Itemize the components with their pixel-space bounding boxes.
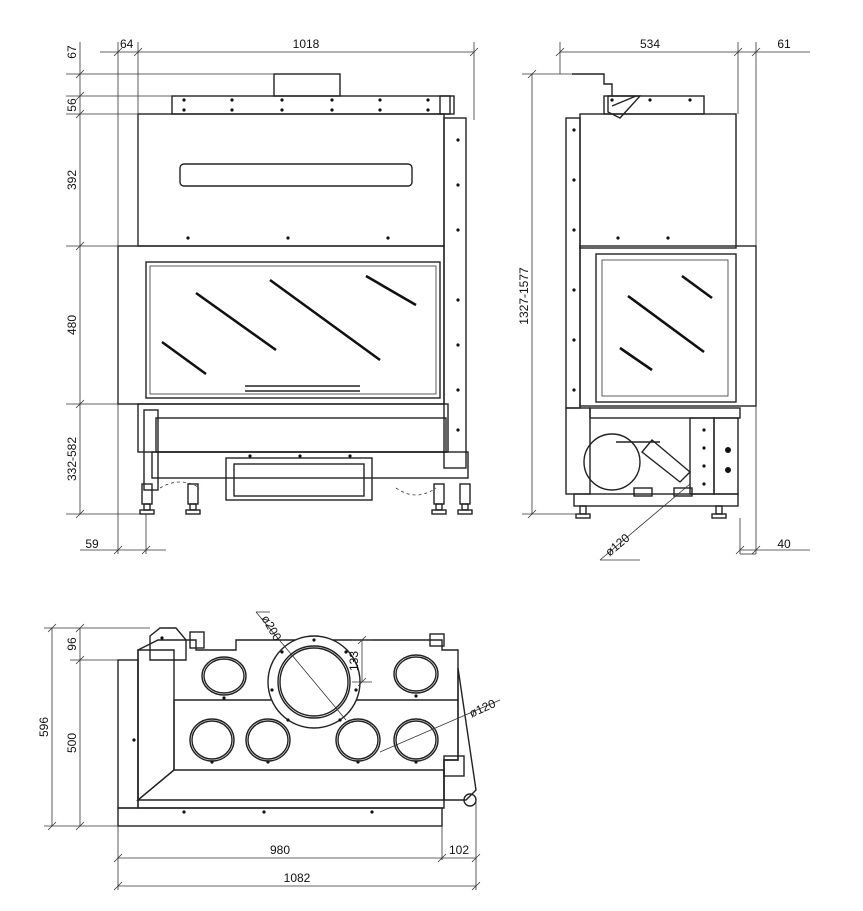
dim-top-gap: 67 — [65, 45, 79, 59]
dim-side-back-gap: 61 — [777, 37, 791, 51]
dim-flue-diameter: ø200 — [259, 613, 285, 644]
front-top-frame — [171, 95, 451, 115]
top-opening-4 — [245, 718, 291, 762]
front-ash-drawer — [225, 457, 373, 501]
side-dimensions — [522, 42, 810, 561]
top-flue-pipe — [277, 645, 351, 719]
top-opening-6 — [393, 718, 439, 762]
dim-frame-height: 56 — [65, 98, 79, 112]
front-side-column — [443, 117, 467, 469]
side-upper-body — [579, 113, 737, 249]
dim-total-depth: 596 — [37, 717, 51, 737]
top-dimensions — [44, 611, 501, 891]
dim-leg-height: 332-582 — [65, 437, 79, 481]
dim-top-air-inlet: ø120 — [467, 696, 498, 720]
dim-upper-height: 392 — [65, 170, 79, 190]
side-bolts — [572, 98, 731, 486]
dim-foot-offset: 59 — [85, 537, 99, 551]
dim-flue-offset: 133 — [347, 651, 361, 671]
front-handle-slot — [179, 163, 413, 187]
top-opening-2 — [393, 654, 439, 694]
dim-total-height: 1327-1577 — [517, 267, 531, 325]
front-upper-body — [137, 113, 445, 247]
dim-side-bottom-gap: 40 — [777, 537, 791, 551]
dim-top-width: 980 — [270, 843, 290, 857]
dim-top-back-gap: 96 — [65, 637, 79, 651]
dim-side-depth: 534 — [640, 37, 660, 51]
top-opening-3 — [189, 718, 235, 762]
dim-left-gap: 64 — [120, 37, 134, 51]
front-glass — [145, 261, 441, 399]
dim-total-width: 1082 — [284, 871, 311, 885]
top-bolts — [132, 636, 418, 814]
dim-side-air-inlet: ø120 — [602, 531, 632, 560]
dim-front-width: 1018 — [293, 37, 320, 51]
top-opening-5 — [335, 718, 381, 762]
side-glass — [595, 253, 737, 403]
dim-glass-height: 480 — [65, 315, 79, 335]
top-view: ø200 133 ø120 596 96 500 980 102 1082 — [37, 611, 501, 891]
front-dimensions — [66, 42, 479, 555]
side-view: 534 61 1327-1577 40 ø120 — [517, 37, 810, 561]
top-front-frame — [117, 807, 443, 827]
front-bolts — [182, 98, 460, 458]
front-legs — [139, 481, 473, 515]
top-opening-1 — [201, 656, 247, 696]
dim-top-side-gap: 102 — [449, 843, 469, 857]
front-view: 64 1018 67 56 392 480 332-582 59 — [65, 37, 479, 555]
dim-top-depth: 500 — [65, 733, 79, 753]
front-base — [137, 403, 449, 453]
side-flue-stub — [572, 73, 613, 96]
front-flue-stub — [273, 73, 341, 97]
side-air-inlet — [583, 433, 641, 491]
front-glass-frame — [117, 245, 445, 405]
